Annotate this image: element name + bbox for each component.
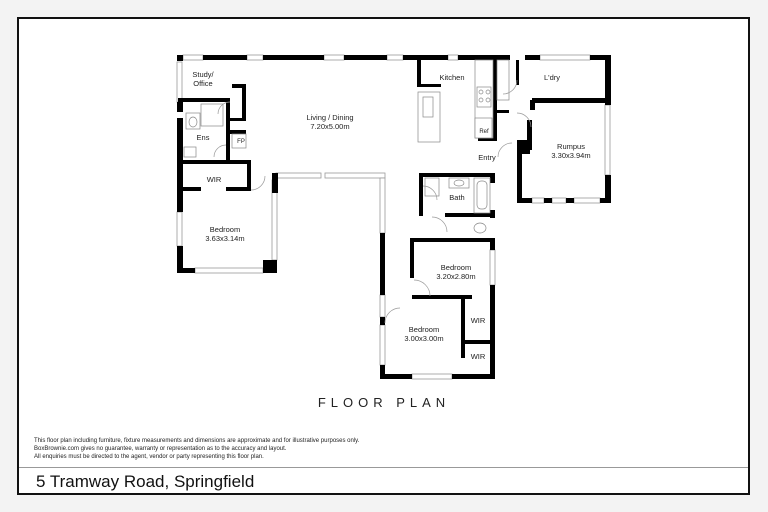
disclaimer: This floor plan including furniture, fix… bbox=[34, 437, 359, 461]
fixtures bbox=[183, 59, 510, 234]
footer-divider bbox=[19, 467, 748, 468]
room-size-rumpus: 3.30x3.94m bbox=[551, 151, 590, 160]
room-label-study-line2: Office bbox=[193, 79, 212, 88]
room-label-rumpus: Rumpus bbox=[557, 142, 585, 151]
room-label-laundry: L'dry bbox=[544, 73, 560, 82]
room-label-fridge: Ref bbox=[479, 129, 489, 135]
property-address: 5 Tramway Road, Springfield bbox=[36, 472, 255, 491]
room-label-entry: Entry bbox=[478, 153, 496, 162]
room-label-bath: Bath bbox=[449, 193, 464, 202]
room-size-bedroom-master: 3.63x3.14m bbox=[205, 234, 244, 243]
room-label-wir-3: WIR bbox=[471, 352, 486, 361]
room-size-living-dining: 7.20x5.00m bbox=[310, 122, 349, 131]
room-label-bedroom-2: Bedroom bbox=[441, 263, 471, 272]
room-label-study: Study/ bbox=[192, 70, 214, 79]
room-label-bedroom-3: Bedroom bbox=[409, 325, 439, 334]
door-swings bbox=[213, 79, 532, 324]
plan-title: FLOOR PLAN bbox=[317, 395, 451, 410]
disclaimer-line: This floor plan including furniture, fix… bbox=[34, 438, 360, 444]
windows bbox=[176, 54, 611, 380]
room-label-ensuite: Ens bbox=[197, 133, 210, 142]
room-label-wir-2: WIR bbox=[471, 316, 486, 325]
room-size-bedroom-3: 3.00x3.00m bbox=[404, 334, 443, 343]
disclaimer-line: All enquiries must be directed to the ag… bbox=[34, 454, 264, 460]
walls bbox=[177, 55, 611, 379]
room-label-kitchen: Kitchen bbox=[439, 73, 464, 82]
room-label-living-dining: Living / Dining bbox=[306, 113, 353, 122]
room-label-wir-master: WIR bbox=[207, 175, 222, 184]
room-label-bedroom-master: Bedroom bbox=[210, 225, 240, 234]
room-label-fireplace: FP bbox=[237, 139, 245, 145]
room-size-bedroom-2: 3.20x2.80m bbox=[436, 272, 475, 281]
disclaimer-line: BoxBrownie.com gives no guarantee, warra… bbox=[34, 446, 287, 452]
